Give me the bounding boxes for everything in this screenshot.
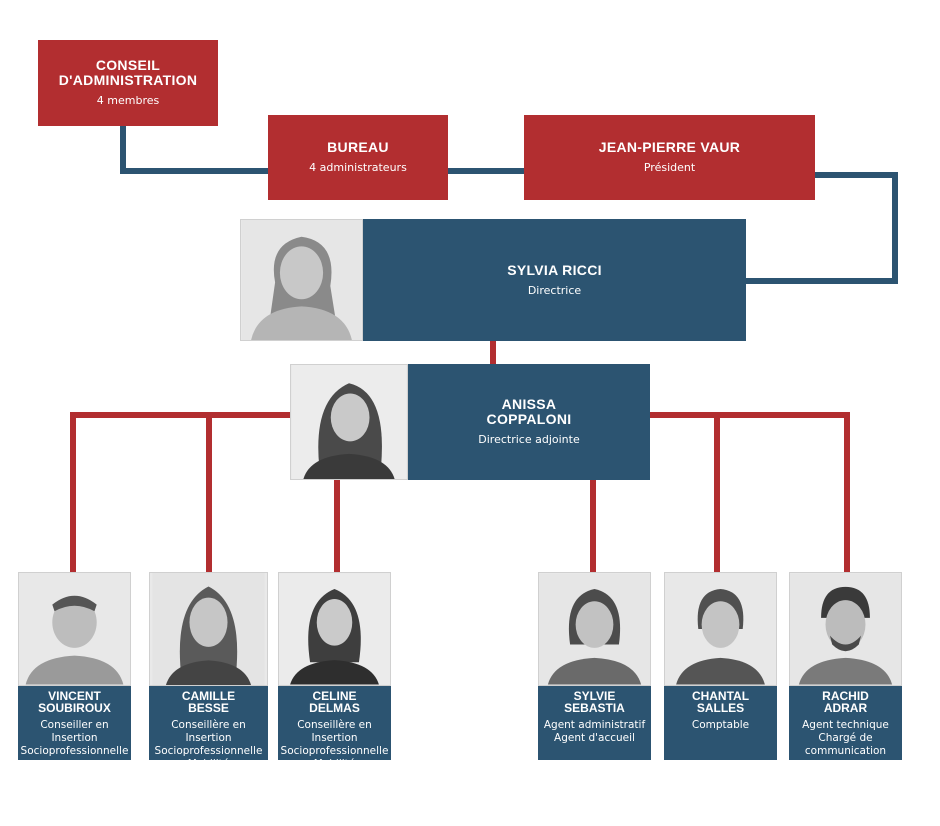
staff-card-4: SYLVIE SEBASTIA Agent administratif Agen… [538, 572, 651, 760]
person-photo-icon [790, 573, 901, 685]
deputy-role: Directrice adjointe [478, 433, 580, 446]
staff-photo-5 [664, 572, 777, 686]
connector-right-v3 [844, 412, 850, 572]
connector-president-right-h [814, 172, 898, 178]
connector-left-v1 [70, 412, 76, 572]
staff-photo-4 [538, 572, 651, 686]
person-photo-icon [292, 365, 406, 479]
staff-label-1: VINCENT SOUBIROUX Conseiller en Insertio… [18, 686, 131, 760]
staff-name-4: SYLVIE SEBASTIA [564, 689, 625, 715]
connector-right-v1 [590, 480, 596, 572]
staff-name-2: CAMILLE BESSE [181, 689, 236, 715]
staff-role-1: Conseiller en Insertion Socioprofessionn… [20, 719, 129, 757]
staff-role-6: Agent technique Chargé de communication [802, 719, 889, 757]
person-photo-icon [665, 573, 776, 685]
staff-role-5: Comptable [691, 719, 750, 731]
staff-photo-3 [278, 572, 391, 686]
staff-name-1: VINCENT SOUBIROUX [38, 689, 111, 715]
conseil-name: CONSEIL D'ADMINISTRATION [58, 57, 198, 88]
president-role: Président [643, 161, 696, 174]
president-box: JEAN-PIERRE VAUR Président [524, 115, 815, 200]
staff-card-6: RACHID ADRAR Agent technique Chargé de c… [789, 572, 902, 760]
staff-photo-6 [789, 572, 902, 686]
person-photo-icon [19, 573, 130, 685]
connector-left-v2 [206, 418, 212, 572]
staff-card-3: CELINE DELMAS Conseillère en Insertion S… [278, 572, 391, 770]
staff-name-3: CELINE DELMAS [309, 689, 360, 715]
connector-bureau-president [448, 168, 526, 174]
person-photo-icon [539, 573, 650, 685]
conseil-box: CONSEIL D'ADMINISTRATION 4 membres [38, 40, 218, 126]
deputy-name: ANISSA COPPALONI [486, 396, 572, 427]
staff-name-6: RACHID ADRAR [822, 689, 869, 715]
connector-right-h [650, 412, 850, 418]
staff-card-5: CHANTAL SALLES Comptable [664, 572, 777, 760]
staff-role-3: Conseillère en Insertion Socioprofession… [280, 719, 389, 770]
connector-conseil-bureau-v [120, 124, 126, 174]
connector-left-h [70, 412, 292, 418]
deputy-box: ANISSA COPPALONI Directrice adjointe [408, 364, 650, 480]
staff-card-2: CAMILLE BESSE Conseillère en Insertion S… [149, 572, 268, 770]
connector-right-v2 [714, 418, 720, 572]
bureau-name: BUREAU [327, 139, 389, 155]
person-photo-icon [241, 220, 362, 340]
bureau-box: BUREAU 4 administrateurs [268, 115, 448, 200]
deputy-photo [290, 364, 408, 480]
staff-photo-2 [149, 572, 268, 686]
director-role: Directrice [527, 283, 582, 297]
staff-label-6: RACHID ADRAR Agent technique Chargé de c… [789, 686, 902, 760]
staff-role-2: Conseillère en Insertion Socioprofession… [154, 719, 263, 770]
director-photo [240, 219, 363, 341]
director-box: SYLVIA RICCI Directrice [363, 219, 746, 341]
person-photo-icon [152, 573, 265, 685]
staff-card-1: VINCENT SOUBIROUX Conseiller en Insertio… [18, 572, 131, 760]
staff-label-5: CHANTAL SALLES Comptable [664, 686, 777, 760]
director-name: SYLVIA RICCI [507, 261, 602, 278]
staff-label-4: SYLVIE SEBASTIA Agent administratif Agen… [538, 686, 651, 760]
staff-label-2: CAMILLE BESSE Conseillère en Insertion S… [149, 686, 268, 770]
connector-conseil-bureau-h [120, 168, 270, 174]
staff-photo-1 [18, 572, 131, 686]
connector-president-director-h [746, 278, 898, 284]
staff-role-4: Agent administratif Agent d'accueil [543, 719, 646, 744]
connector-president-right-v [892, 172, 898, 284]
president-name: JEAN-PIERRE VAUR [598, 139, 741, 155]
person-photo-icon [279, 573, 390, 685]
conseil-role: 4 membres [96, 94, 160, 107]
staff-label-3: CELINE DELMAS Conseillère en Insertion S… [278, 686, 391, 770]
connector-left-v3 [334, 480, 340, 572]
bureau-role: 4 administrateurs [309, 161, 407, 174]
connector-director-deputy [490, 341, 496, 364]
staff-name-5: CHANTAL SALLES [691, 689, 750, 715]
